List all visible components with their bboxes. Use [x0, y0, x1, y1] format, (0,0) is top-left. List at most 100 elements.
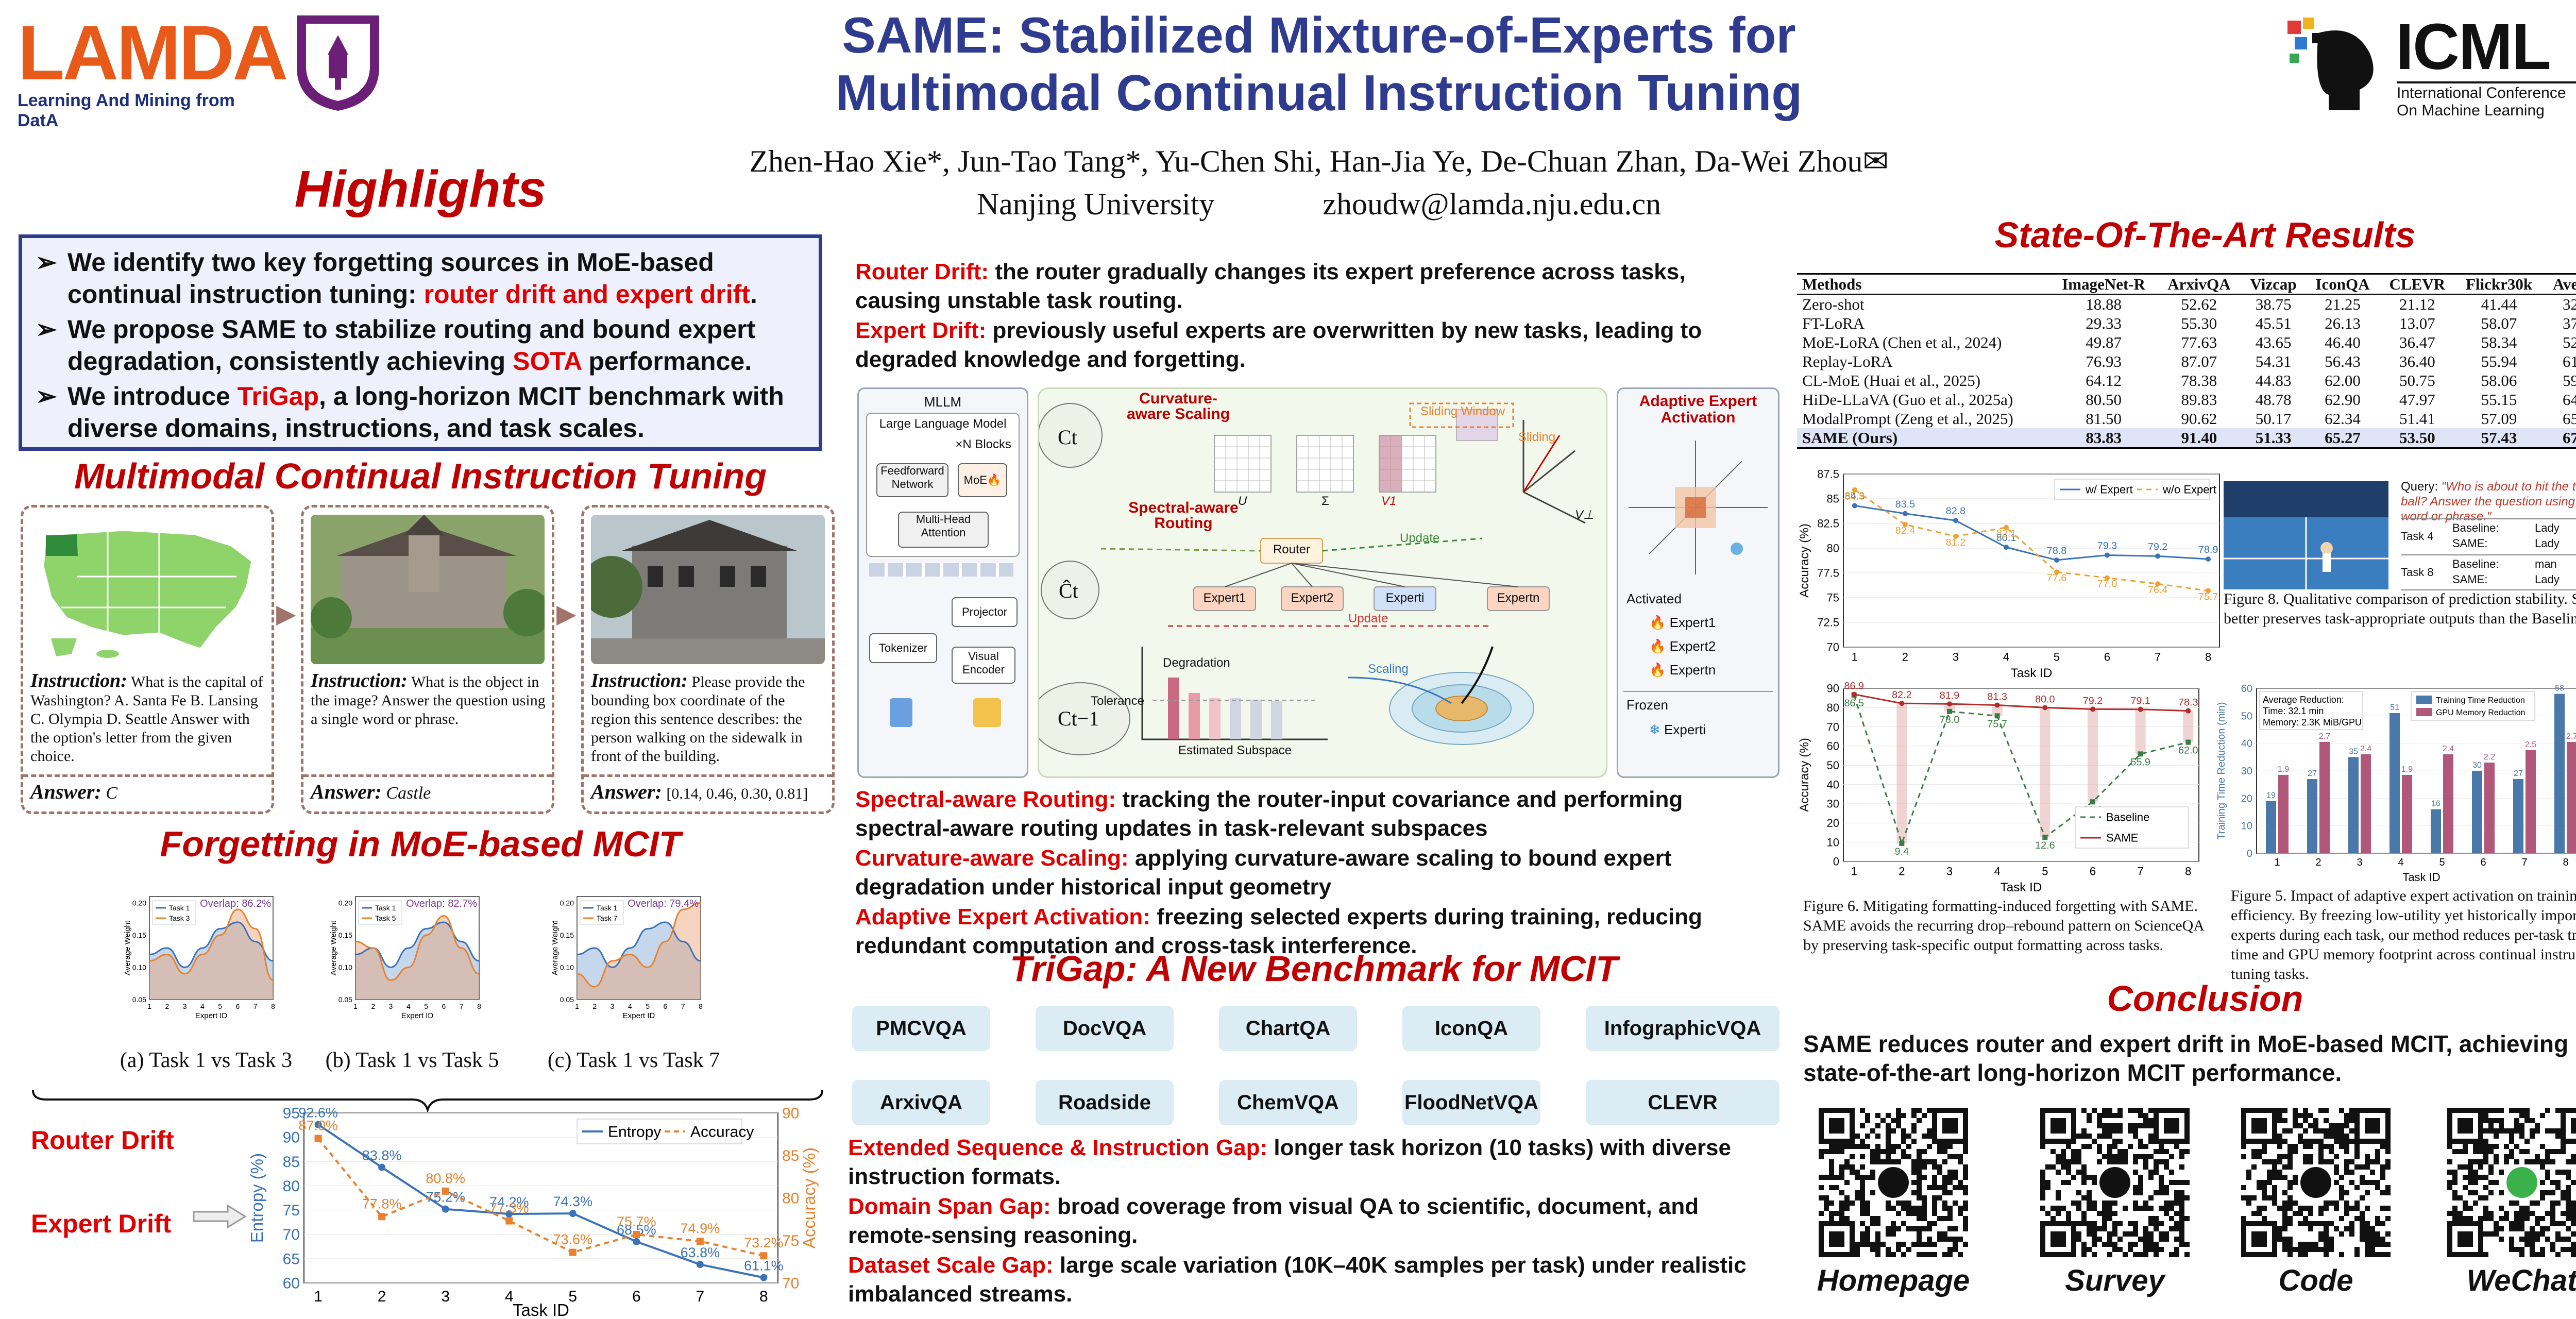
- qr-code-survey[interactable]: [2040, 1108, 2190, 1257]
- lamda-logo-subtitle: Learning And Mining from DatA: [18, 91, 235, 130]
- gap-band: [2040, 707, 2050, 837]
- mcit-title: Multimodal Continual Instruction Tuning: [74, 456, 767, 496]
- lamda-logo-text: LAMDA: [18, 9, 289, 96]
- data-label: 86.9: [1844, 681, 1864, 692]
- series-line-0: [317, 1123, 764, 1279]
- mllm-label: MLLM: [924, 394, 962, 410]
- projector-block: Projector: [952, 597, 1018, 627]
- data-label: 73.6%: [553, 1232, 592, 1247]
- data-point: [2105, 552, 2110, 558]
- table-cell: 21.12: [2399, 295, 2435, 313]
- bar-memory: [2278, 775, 2289, 853]
- conclusion-text: SAME reduces router and expert drift in …: [1803, 1030, 2569, 1086]
- series-line-0: [1854, 504, 2209, 561]
- data-point: [505, 1210, 513, 1218]
- data-label: 76.4: [2148, 584, 2168, 596]
- stability-row-task4: Task 4 Baseline:Lady✔ SAME:Lady✔: [2401, 518, 2576, 553]
- x-tick-label: 3: [1953, 650, 1959, 663]
- icml-logo: ICML International Conference On Machine…: [2282, 12, 2576, 121]
- data-point: [633, 1230, 640, 1238]
- dataset-chip: Roadside: [1036, 1080, 1174, 1125]
- task-a-area: [355, 922, 479, 1000]
- series-line-1: [1854, 489, 2209, 592]
- table-cell: 58.34: [2481, 333, 2517, 351]
- x-tick-label: 3: [611, 1002, 615, 1010]
- data-point: [633, 1238, 640, 1245]
- dataset-chip: InfographicVQA: [1586, 1006, 1780, 1051]
- data-label: 9.4: [1895, 846, 1909, 857]
- data-label: 83.8%: [362, 1148, 402, 1163]
- subfigure-caption: (b) Task 1 vs Task 5: [325, 1049, 499, 1072]
- y-axis-label: Average Weight: [551, 920, 560, 975]
- data-point: [314, 1135, 322, 1142]
- data-label: 55.9: [2130, 756, 2150, 768]
- forgetting-title: Forgetting in MoE-based MCIT: [160, 824, 681, 864]
- curvature-scaling-label: Curvature-aware Scaling: [1126, 390, 1230, 422]
- usa-map-image: [30, 515, 264, 664]
- legend-label: Accuracy: [690, 1124, 754, 1141]
- table-cell: ModalPrompt (Zeng et al., 2025): [1802, 410, 2013, 428]
- figure-6-caption: Figure 6. Mitigating formatting-induced …: [1803, 898, 2204, 954]
- table-cell: 51.41: [2399, 410, 2435, 428]
- legend-label: GPU Memory Reduction: [2436, 708, 2525, 717]
- x-tick-label: 3: [441, 1288, 450, 1305]
- legend-swatch: [2416, 708, 2432, 716]
- overlap-label: Overlap: 86.2%: [200, 898, 271, 909]
- qr-label: Homepage: [1817, 1264, 1970, 1297]
- data-point: [442, 1205, 449, 1213]
- data-label: 27: [2514, 769, 2523, 778]
- llm-block: Large Language Model ×N Blocks Feedforwa…: [866, 413, 1020, 557]
- x-tick-label: 8: [699, 1002, 703, 1010]
- table-cell: 38.75: [2255, 295, 2292, 313]
- table-header: ArxivQA: [2157, 273, 2241, 295]
- legend-label: Task 1: [597, 904, 618, 912]
- contact-email[interactable]: zhoudw@lamda.nju.edu.cn: [1323, 187, 1662, 221]
- y-tick-label: 60: [1827, 740, 1839, 753]
- expert-i: Experti: [1385, 591, 1425, 605]
- table-cell: 78.38: [2181, 371, 2217, 390]
- legend-box: [577, 1119, 742, 1144]
- gap-band: [2183, 711, 2194, 742]
- data-point: [314, 1121, 322, 1128]
- qr-code-homepage[interactable]: [1819, 1108, 1968, 1257]
- mcit-answer-3: Answer: [0.14, 0.46, 0.30, 0.81]: [591, 780, 808, 803]
- symbol-vperp: V⊥: [1575, 508, 1594, 522]
- x-tick-label: 6: [442, 1002, 446, 1010]
- mcit-panel-2: Instruction: What is the object in the i…: [301, 505, 554, 814]
- x-tick-label: 2: [165, 1002, 169, 1010]
- table-cell: 55.15: [2481, 391, 2517, 409]
- bar-time: [2307, 779, 2317, 853]
- x-tick-label: 2: [1899, 865, 1905, 877]
- data-label: 78.0: [1940, 714, 1960, 725]
- table-cell: 65.52: [2563, 410, 2576, 428]
- gap-band: [2135, 709, 2146, 754]
- table-cell: Zero-shot: [1802, 295, 1865, 313]
- data-label: 35: [2349, 747, 2358, 756]
- table-cell: MoE-LoRA (Chen et al., 2024): [1802, 333, 2002, 351]
- y-tick-label: 90: [1827, 682, 1839, 695]
- tolerance-label: Tolerance: [1091, 694, 1145, 708]
- qr-code-code[interactable]: [2241, 1108, 2391, 1257]
- x-tick-label: 5: [2054, 650, 2060, 663]
- y-tick-label: 0: [2247, 848, 2252, 859]
- x-tick-label: 2: [592, 1002, 597, 1010]
- qr-code-wechat[interactable]: [2447, 1108, 2576, 1257]
- y-tick-label: 85: [1827, 493, 1839, 505]
- task-b-area: [577, 903, 701, 1000]
- highlight-item-1: ➢We identify two key forgetting sources …: [36, 246, 805, 310]
- router-drift-desc: Router Drift: the router gradually chang…: [855, 259, 1686, 313]
- table-cell: 47.97: [2399, 391, 2435, 409]
- table-cell: 58.06: [2481, 371, 2517, 390]
- data-point: [569, 1210, 577, 1217]
- data-point: [1902, 521, 1908, 527]
- data-label: 58: [2555, 684, 2564, 693]
- center-panel: Curvature-aware Scaling Sliding Window S…: [1038, 387, 1607, 778]
- spectral-routing-desc: Spectral-aware Routing: tracking the rou…: [855, 787, 1683, 841]
- x-tick-label: 7: [681, 1002, 685, 1010]
- data-point: [1899, 701, 1905, 706]
